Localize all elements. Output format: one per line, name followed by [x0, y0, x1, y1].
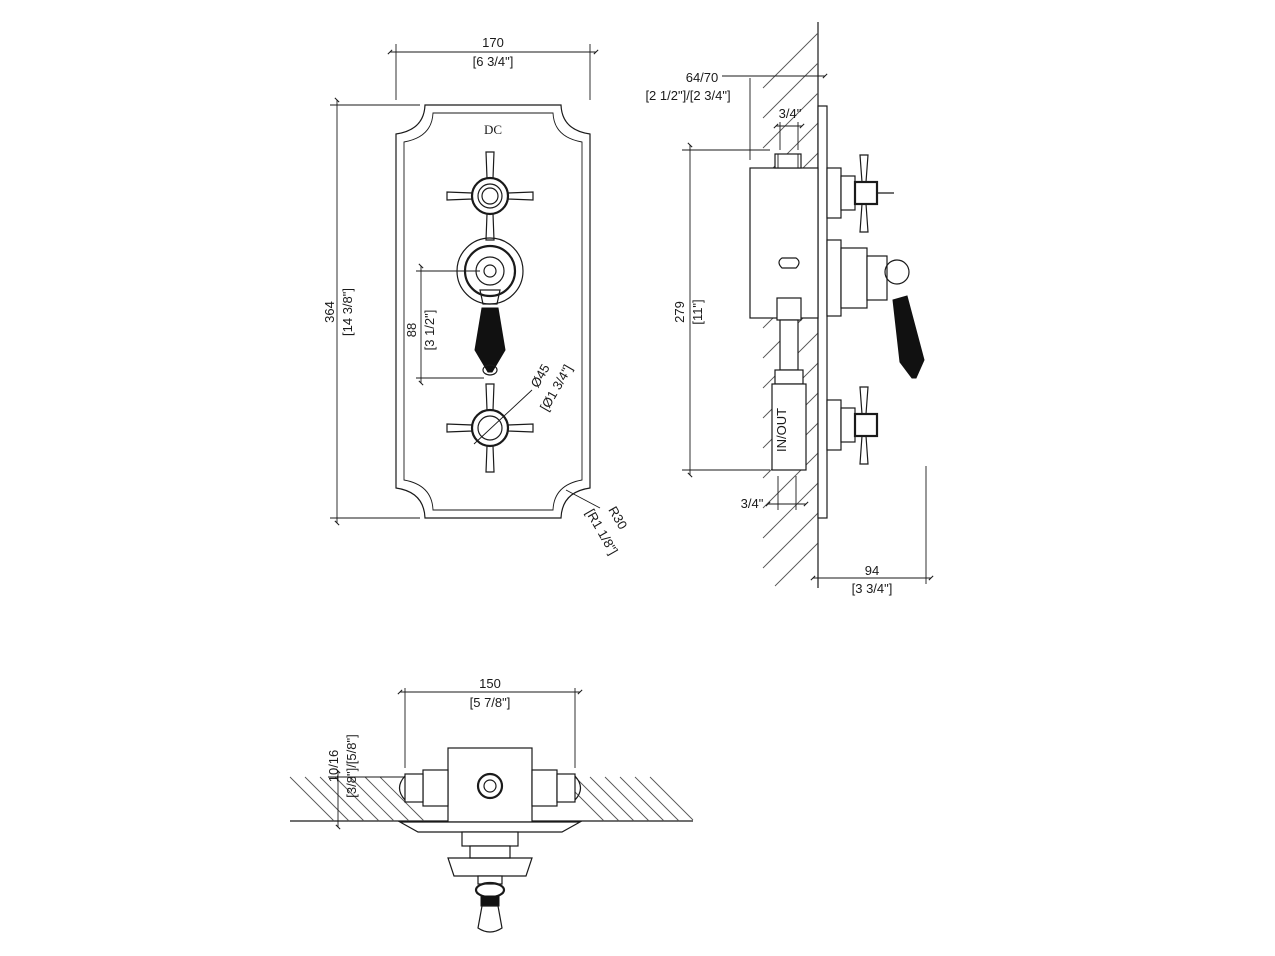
dim-projection-mm: 94 — [865, 563, 879, 578]
side-top-handle — [826, 154, 894, 233]
front-plate-outline — [395, 104, 591, 519]
bottom-cross-handle — [446, 383, 534, 473]
front-view: DC — [322, 35, 630, 557]
inlet-right — [531, 769, 582, 807]
inlet-left — [398, 769, 449, 807]
dim-thread-top: 3/4" — [779, 106, 802, 121]
dim-spacing-mm: 88 — [404, 323, 419, 337]
dim-body-height-in: [11"] — [690, 299, 705, 324]
dim-spacing-in: [3 1/2"] — [422, 310, 437, 351]
dim-depth-in: [2 1/2"]/[2 3/4"] — [645, 88, 730, 103]
top-cross-handle — [446, 151, 534, 241]
dim-centers-in: [5 7/8"] — [470, 695, 511, 710]
dim-height-mm: 364 — [322, 301, 337, 323]
brand-logo: DC — [484, 122, 502, 137]
front-plate-inner — [403, 112, 583, 511]
svg-text:IN/OUT: IN/OUT — [774, 408, 789, 452]
top-plate — [397, 821, 583, 833]
side-bottom-handle — [826, 386, 879, 465]
dim-depth-mm: 64/70 — [686, 70, 719, 85]
dim-thread-bottom: 3/4" — [741, 496, 764, 511]
side-wall-plate — [817, 105, 828, 519]
dim-body-height-mm: 279 — [672, 301, 687, 323]
dim-height-in: [14 3/8"] — [340, 288, 355, 336]
side-lever — [826, 239, 925, 379]
dim-width-in: [6 3/4"] — [473, 54, 514, 69]
top-valve-body — [447, 747, 533, 823]
outlet-pipe: IN/OUT — [771, 257, 807, 471]
thermostatic-lever — [456, 237, 524, 376]
dim-width-mm: 170 — [482, 35, 504, 50]
side-view: IN/OUT 64/70 [2 1/2"]/[ — [645, 22, 934, 596]
valve-body — [749, 167, 819, 319]
top-view: 150 [5 7/8"] 10/16 [3/8"]/[5/8"] — [289, 676, 694, 933]
dim-projection-in: [3 3/4"] — [852, 581, 893, 596]
top-handle — [447, 831, 533, 933]
dim-recess-mm: 10/16 — [326, 750, 341, 783]
dim-recess-in: [3/8"]/[5/8"] — [344, 734, 359, 797]
dim-centers-mm: 150 — [479, 676, 501, 691]
